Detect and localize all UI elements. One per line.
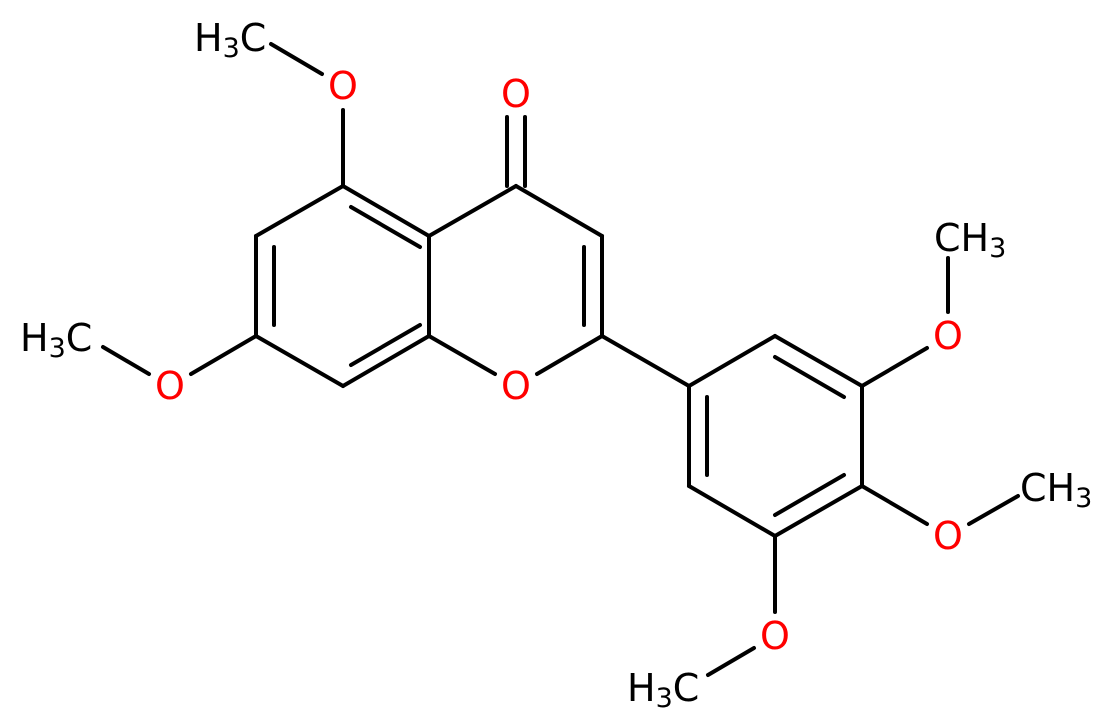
- carbonyl-oxygen-label: O: [501, 72, 531, 116]
- bond-c8a-c8: [341, 334, 431, 388]
- bond-o-me5: [269, 42, 324, 76]
- bond-c5-c4a: [341, 184, 431, 238]
- bond-c5-c4a-inner: [349, 205, 422, 249]
- methyl-4p-label: CH3: [1020, 466, 1092, 514]
- bond-c1p-c2p: [687, 334, 777, 388]
- bond-o-me5p: [706, 646, 756, 677]
- atom-labels: O O O O O O O H3C H3C H3C CH3 CH3: [20, 16, 1092, 714]
- bond-c6-c5: [254, 184, 345, 238]
- bond-c8-c7: [254, 334, 345, 388]
- bond-c7-o: [189, 334, 258, 376]
- bond-c4p-c5p-inner: [773, 473, 846, 517]
- bond-c2p-c3p-inner: [773, 355, 846, 399]
- bond-c2-c1p: [600, 334, 691, 388]
- methyl-5p-label: H3C: [627, 666, 699, 714]
- methoxy-oxygen-3p-label: O: [933, 314, 963, 358]
- bond-c2-o1: [535, 334, 604, 376]
- methyl-7-label: H3C: [20, 316, 92, 364]
- ring-oxygen-label: O: [501, 364, 531, 408]
- bond-c4p-c5p: [773, 484, 864, 538]
- bond-c4p-o: [860, 484, 929, 526]
- bond-c5p-c6p: [687, 484, 777, 538]
- bond-c4-c3: [514, 184, 604, 238]
- methoxy-oxygen-5-label: O: [328, 64, 358, 108]
- bond-o1-c8a: [427, 334, 497, 376]
- methoxy-oxygen-7-label: O: [155, 364, 185, 408]
- bond-lines: [101, 42, 1020, 677]
- bond-o-me4p: [967, 494, 1020, 526]
- methyl-3p-label: CH3: [934, 216, 1006, 264]
- methoxy-oxygen-4p-label: O: [933, 514, 963, 558]
- bond-c8a-c8-inner: [349, 323, 422, 367]
- bond-c4a-c4: [427, 184, 518, 238]
- methyl-5-label: H3C: [194, 16, 266, 64]
- bond-c2p-c3p: [773, 334, 864, 388]
- bond-c3p-o: [860, 346, 929, 388]
- bond-o-me7: [101, 345, 151, 376]
- methoxy-oxygen-5p-label: O: [760, 614, 790, 658]
